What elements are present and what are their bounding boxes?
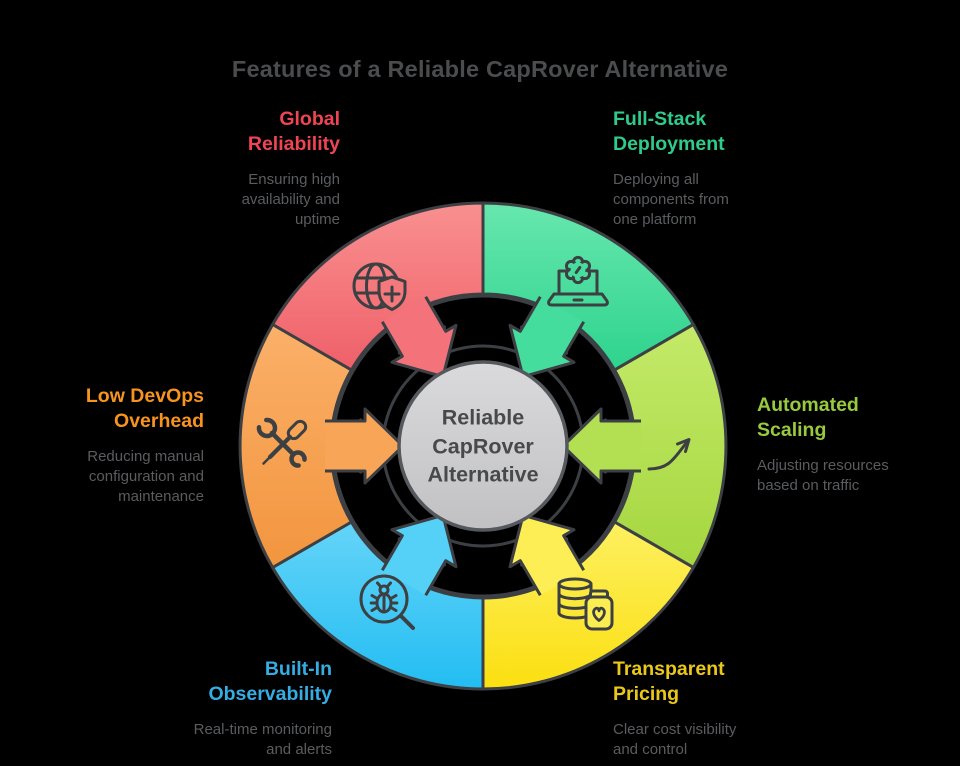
segment-icons [256, 255, 691, 631]
feature-label: Full-Stack Deployment [613, 108, 725, 155]
tools-icon [256, 417, 308, 468]
laptop-gear-icon [547, 255, 609, 307]
feature-description: Reducing manual configuration and mainte… [87, 448, 204, 505]
feature-label: Built-In Observability [208, 658, 332, 705]
feature-description: Ensuring high availability and uptime [241, 171, 340, 228]
page-title: Features of a Reliable CapRover Alternat… [231, 56, 729, 82]
feature-label: Transparent Pricing [613, 658, 725, 705]
feature-transparent-pricing: Transparent Pricing Clear cost visibilit… [613, 657, 736, 760]
center-circle [397, 360, 569, 532]
feature-description: Real-time monitoring and alerts [193, 721, 332, 758]
feature-label: Low DevOps Overhead [85, 385, 204, 432]
feature-label: Global Reliability [247, 108, 340, 155]
feature-built-in-observability: Built-In Observability Real-time monitor… [194, 657, 332, 760]
feature-label: Automated Scaling [757, 394, 859, 441]
cycle-ring [238, 201, 728, 691]
center-label: Reliable CapRover Alternative [427, 405, 539, 487]
segment-automated-scaling [612, 322, 728, 570]
growth-arrow-icon [647, 438, 691, 471]
coins-heart-icon [557, 577, 614, 631]
segment-full-stack-deployment [481, 201, 696, 373]
feature-description: Adjusting resources based on traffic [757, 457, 889, 494]
feature-full-stack-deployment: Full-Stack Deployment Deploying all comp… [613, 107, 729, 230]
feature-automated-scaling: Automated Scaling Adjusting resources ba… [757, 393, 889, 496]
feature-description: Clear cost visibility and control [613, 721, 737, 758]
feature-description: Deploying all components from one platfo… [613, 171, 729, 228]
feature-low-devops-overhead: Low DevOps Overhead Reducing manual conf… [86, 384, 204, 507]
bug-magnifier-icon [359, 574, 415, 630]
feature-global-reliability: Global Reliability Ensuring high availab… [242, 107, 340, 230]
segment-low-devops-overhead [238, 322, 354, 570]
globe-shield-icon [352, 262, 407, 311]
